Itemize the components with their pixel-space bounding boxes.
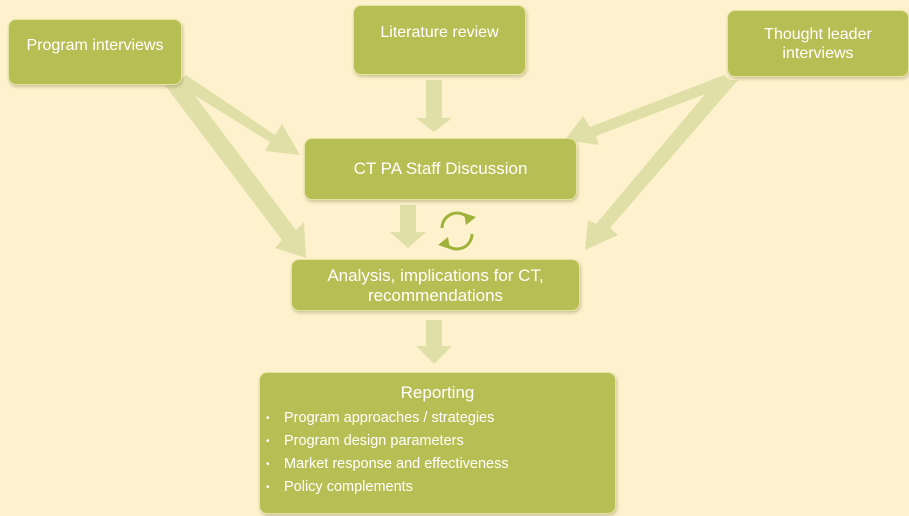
arrow-thought-to-discussion [565,75,734,145]
cycle-arrows-icon [438,211,476,251]
literature-review-node: Literature review [353,5,526,75]
reporting-bullet: •Policy complements [266,476,615,499]
arrow-program-to-discussion [176,75,300,155]
reporting-title: Reporting [400,383,475,402]
arrow-discussion-to-analysis [390,205,426,248]
bullet-icon: • [266,436,270,447]
reporting-bullet-list: •Program approaches / strategies •Progra… [260,407,615,499]
arrow-thought-to-analysis [585,80,738,250]
arrow-program-to-analysis [164,84,306,258]
bullet-icon: • [266,413,270,424]
staff-discussion-node: CT PA Staff Discussion [304,138,577,200]
bullet-icon: • [266,459,270,470]
program-interviews-node: Program interviews [8,19,182,85]
reporting-node: Reporting •Program approaches / strategi… [259,372,616,514]
reporting-bullet: •Program design parameters [266,430,615,453]
arrow-literature-to-discussion [416,80,452,132]
analysis-node: Analysis, implications for CT, recommend… [291,259,580,311]
literature-review-label: Literature review [380,24,499,41]
reporting-bullet: •Market response and effectiveness [266,453,615,476]
thought-leader-interviews-label: Thought leader interviews [764,26,872,62]
bullet-icon: • [266,482,270,493]
program-interviews-label: Program interviews [26,37,164,54]
staff-discussion-label: CT PA Staff Discussion [353,159,528,178]
analysis-label: Analysis, implications for CT, recommend… [327,266,544,305]
reporting-bullet: •Program approaches / strategies [266,407,615,430]
arrow-analysis-to-reporting [416,320,452,364]
thought-leader-interviews-node: Thought leader interviews [727,10,909,77]
